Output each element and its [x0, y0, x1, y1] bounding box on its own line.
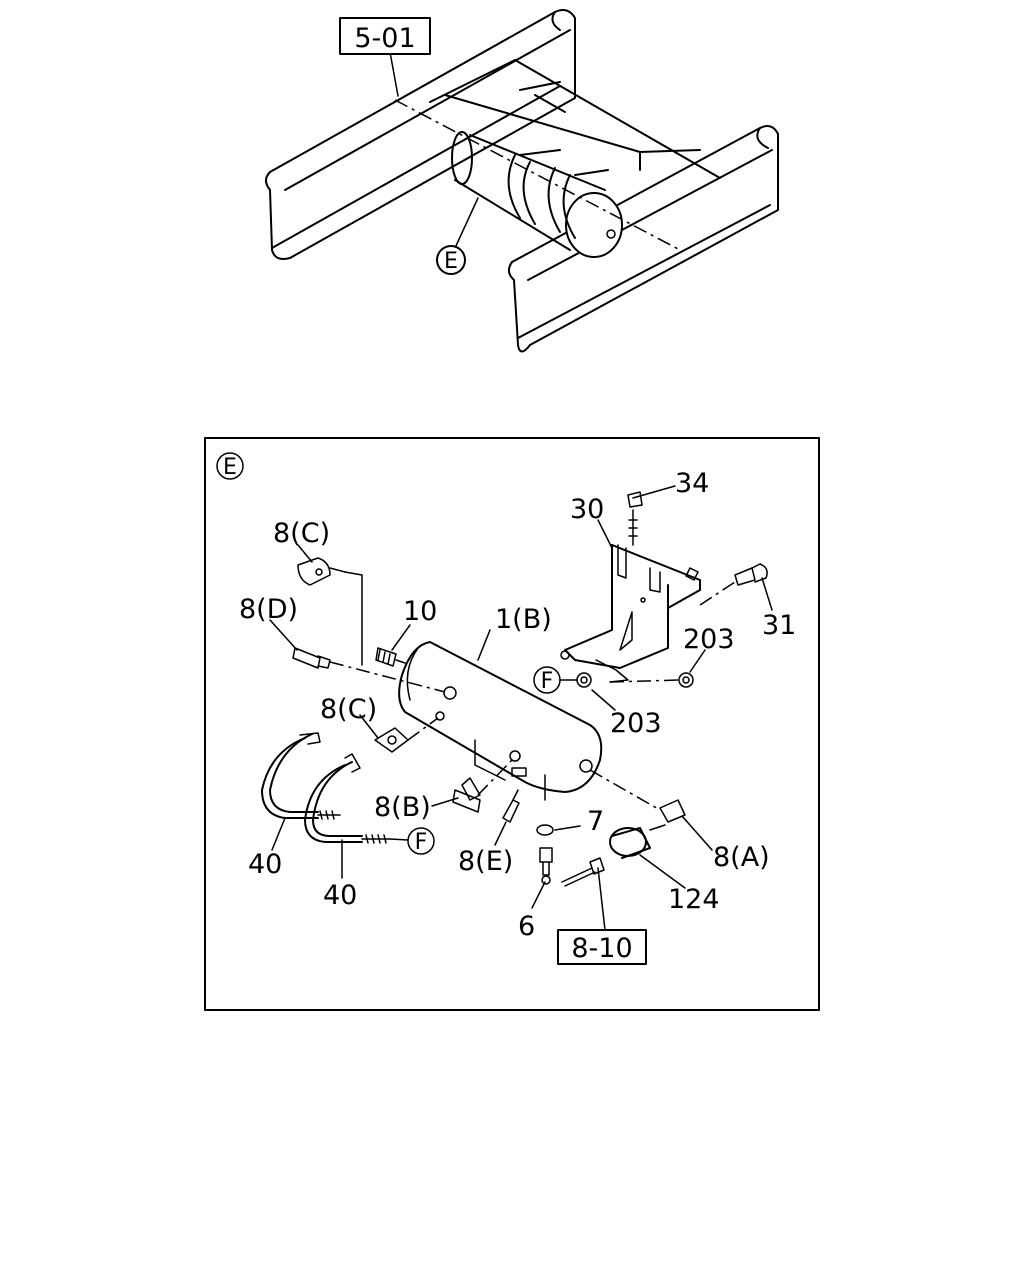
overview-callout-e[interactable]: E [436, 245, 466, 275]
detail-view-marker-text: E [223, 455, 237, 480]
flag-marker-f-lower-text: F [415, 830, 428, 855]
part-labels: 34 30 31 203 203 8(C) 8(D) 10 1(B) 8(C) … [239, 468, 796, 942]
overview-illustration [265, 9, 779, 353]
part-label-8c-mid: 8(C) [320, 694, 377, 725]
flag-marker-f-upper-text: F [541, 669, 554, 694]
detail-ref-text: 8-10 [571, 933, 632, 964]
part-label-8d: 8(D) [239, 594, 298, 625]
part-label-8b: 8(B) [374, 792, 431, 823]
part-label-31: 31 [762, 610, 796, 641]
leader-lines [269, 485, 773, 931]
part-label-8e: 8(E) [458, 846, 513, 877]
flag-marker-f-lower: F [407, 827, 435, 855]
part-label-124: 124 [668, 884, 720, 915]
detail-ref-box[interactable]: 8-10 [557, 929, 647, 965]
fittings-illustration [261, 557, 686, 887]
part-label-40-left: 40 [248, 849, 282, 880]
part-label-10: 10 [403, 596, 437, 627]
tank-illustration [398, 641, 603, 801]
part-label-6: 6 [518, 911, 535, 942]
part-label-8c-top: 8(C) [273, 518, 330, 549]
part-label-203-upper: 203 [683, 624, 735, 655]
part-label-30: 30 [570, 494, 604, 525]
flag-marker-f-upper: F [533, 666, 578, 694]
overview-ref-text: 5-01 [354, 23, 415, 54]
part-label-1b: 1(B) [495, 604, 552, 635]
bracket-illustration [560, 491, 768, 688]
part-label-8a: 8(A) [713, 842, 770, 873]
part-label-40-right: 40 [323, 880, 357, 911]
overview-ref-box[interactable]: 5-01 [339, 17, 431, 55]
part-label-203-lower: 203 [610, 708, 662, 739]
overview-callout-text: E [444, 249, 458, 274]
part-label-34: 34 [675, 468, 709, 499]
detail-frame [204, 437, 820, 1011]
detail-view-marker: E [216, 452, 244, 480]
part-label-7: 7 [587, 806, 604, 837]
